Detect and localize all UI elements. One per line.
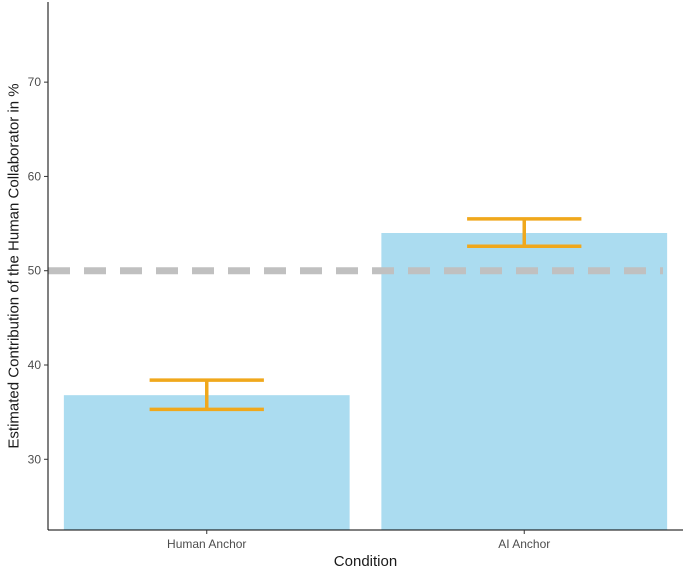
y-tick-label-3: 50 bbox=[28, 264, 42, 278]
y-tick-label-5: 70 bbox=[28, 75, 42, 89]
x-ticks-layer: Human Anchor AI Anchor bbox=[167, 530, 550, 551]
bar-2 bbox=[381, 233, 668, 530]
bars-layer bbox=[63, 233, 668, 530]
y-tick-label-1: 30 bbox=[28, 452, 42, 466]
y-axis-title: Estimated Contribution of the Human Coll… bbox=[6, 83, 23, 448]
bar-1 bbox=[63, 395, 350, 530]
x-tick-label-1: Human Anchor bbox=[167, 537, 246, 551]
x-tick-label-2: AI Anchor bbox=[498, 537, 550, 551]
axes-layer bbox=[47, 2, 683, 531]
x-axis-title: Condition bbox=[334, 553, 397, 570]
y-tick-label-2: 40 bbox=[28, 358, 42, 372]
y-ticks-layer: 30 40 50 60 70 bbox=[28, 75, 48, 466]
error-bars-layer bbox=[149, 217, 582, 412]
y-tick-label-4: 60 bbox=[28, 169, 42, 183]
